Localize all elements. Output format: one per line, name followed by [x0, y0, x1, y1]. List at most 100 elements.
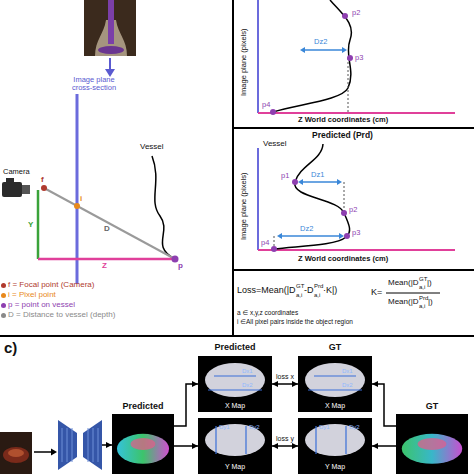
formula-text: K=: [371, 288, 382, 297]
map-blob: [305, 363, 365, 397]
node-text: Dx2: [342, 382, 353, 388]
image-panel: Predicted: [112, 400, 174, 474]
image-panel: GT: [396, 400, 468, 474]
map-blob: [205, 424, 265, 456]
vessel-label: Vessel: [140, 143, 164, 151]
vessel-point: [344, 233, 350, 239]
point-label: p4: [261, 239, 269, 247]
connector-arrow: [272, 445, 298, 447]
dz-arrow: [302, 49, 345, 51]
formula-note: i ∈All pixel pairs inside the object reg…: [237, 319, 353, 326]
depth-blob: [117, 434, 169, 464]
point-label: p2: [349, 206, 357, 214]
axis-line: [257, 0, 259, 113]
node-text: Dx1: [342, 368, 353, 374]
legend-swatch: [1, 293, 6, 298]
legend-entry: p = point on vessel: [0, 301, 230, 311]
panel-title: Predicted (Prd): [312, 131, 373, 140]
arrow-head: [298, 179, 303, 185]
photo-vessel: [3, 447, 29, 463]
formula-text: Mean(|D: [388, 279, 419, 287]
layer-stripe: [93, 428, 94, 462]
layer-stripe: [72, 428, 73, 462]
connector-arrow: [372, 384, 396, 426]
formula-text: |): [427, 279, 432, 287]
dz-arrow: [279, 235, 342, 237]
legend-text: D = Distance to vessel (depth): [8, 311, 115, 319]
node-text: GT: [426, 402, 439, 411]
formula-subscript: a,i: [314, 292, 320, 298]
divider-line: [233, 269, 474, 271]
legend-text: p = point on vessel: [8, 301, 75, 309]
axis-title: Z World coordinates (cm): [298, 255, 388, 263]
panel-art: [112, 414, 174, 474]
formula-text: -D: [304, 286, 314, 295]
down-arrow: [109, 58, 111, 70]
input-photo: [0, 432, 32, 474]
dy-arrow: [245, 426, 246, 454]
node-text: Predicted: [122, 402, 163, 411]
fraction-bar: [386, 293, 440, 294]
divider-line: [0, 335, 474, 337]
connector-arrow: [372, 445, 396, 447]
map-panel: GT X Map Dx1Dx2: [298, 342, 372, 412]
formula-subscript: a,i: [419, 303, 425, 309]
edge-label: loss x: [276, 373, 294, 380]
node-text: GT: [329, 343, 342, 352]
dx-arrow: [214, 375, 256, 376]
layer-stripe: [67, 428, 68, 462]
node-text: Dx1: [242, 368, 253, 374]
formula-superscript: GT: [419, 276, 427, 282]
point-letter: p: [178, 262, 183, 270]
axis-line: [257, 148, 259, 250]
formula-text: Mean(|D: [388, 298, 419, 306]
formula-superscript: Prd: [419, 295, 428, 301]
map-blob: [205, 363, 265, 397]
axis-line: [258, 249, 455, 251]
vessel-point: [347, 55, 353, 61]
map-panel: Y MapDy1Dy2: [198, 418, 272, 474]
point-label: p3: [355, 54, 363, 62]
panel-letter: c): [4, 340, 17, 356]
divider-line: [233, 127, 474, 129]
dx-arrow: [308, 389, 362, 390]
dx-arrow: [314, 375, 356, 376]
arrow-head: [337, 179, 342, 185]
layer-stripe: [88, 428, 89, 462]
camera-lens: [22, 185, 30, 194]
vessel-curve: [274, 144, 350, 249]
node-text: Y Map: [225, 463, 245, 470]
layer-stripe: [62, 428, 63, 462]
dz-arrow: [300, 181, 340, 183]
distance-label: Dz2: [300, 225, 313, 233]
legend-entry: i = Pixel point: [0, 291, 230, 301]
connector-arrow: [174, 445, 198, 447]
arrow-head: [339, 233, 344, 239]
camera-body: [2, 182, 22, 197]
node-text: Y Map: [325, 463, 345, 470]
distance-label: Dz1: [311, 171, 324, 179]
formula-subscript: a,i: [419, 284, 425, 290]
vessel-point: [342, 13, 348, 19]
depth-highlight: [131, 438, 156, 450]
camera-label: Camera: [3, 168, 30, 176]
vessel-curve: [152, 156, 175, 259]
point-letter: i: [80, 195, 82, 203]
dy-arrow: [345, 426, 346, 454]
depth-blob: [402, 434, 462, 464]
point-label: p2: [352, 9, 360, 17]
legend-entry: D = Distance to vessel (depth): [0, 311, 230, 321]
pixel-point: [74, 203, 80, 209]
axis-title: Image plane (pixels): [240, 172, 248, 240]
node-text: X Map: [325, 402, 345, 409]
vessel-point: [341, 210, 347, 216]
formula-note: a ∈ x,y,z coordinates: [237, 310, 298, 317]
point-label: p1: [281, 172, 289, 180]
focal-point: [41, 185, 47, 191]
dy-arrow: [315, 426, 316, 454]
point-letter: f: [41, 176, 44, 184]
input-arrow: [34, 451, 52, 453]
map-panel: Y MapDy1Dy2: [298, 418, 372, 474]
node-text: Dy2: [349, 424, 360, 430]
depth-highlight: [418, 438, 447, 450]
